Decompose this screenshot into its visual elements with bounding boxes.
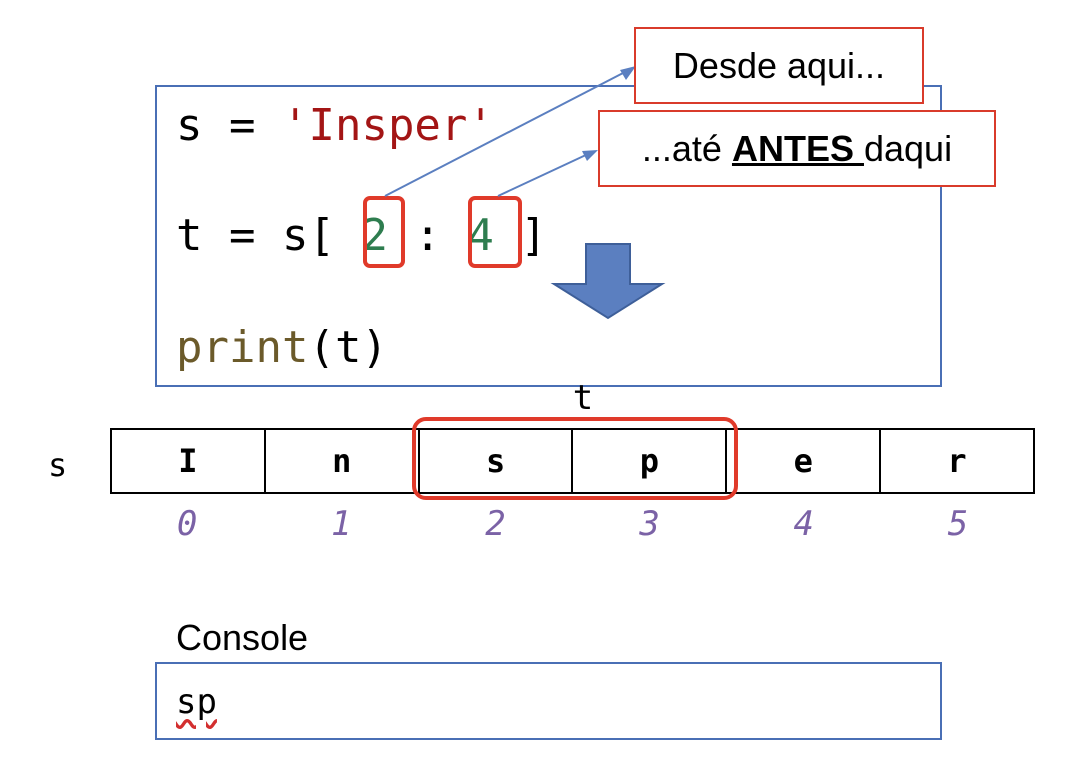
cell-5: r	[881, 430, 1035, 492]
start-pointer-line	[384, 71, 626, 197]
assign-op: =	[202, 100, 282, 151]
console-box	[155, 662, 942, 740]
cell-2: s	[420, 430, 574, 492]
index-2: 2	[485, 504, 506, 544]
console-title: Console	[176, 617, 309, 658]
var-s: s	[176, 100, 203, 151]
code-line-print: print(t)	[176, 326, 388, 370]
callout-until: ...até ANTES daqui	[598, 110, 996, 187]
end-pointer-line	[497, 153, 589, 197]
code-line-slice: t = s[ 2 : 4 ]	[176, 214, 547, 258]
start-pointer-head	[620, 66, 636, 80]
callout-until-suffix: daqui	[863, 127, 953, 169]
index-5: 5	[947, 504, 969, 544]
cell-1: n	[266, 430, 420, 492]
string-cells: I n s p e r	[110, 428, 1035, 494]
slice-label: t	[572, 378, 594, 418]
callout-from-text: Desde aqui...	[672, 44, 886, 86]
sequence-label: s	[48, 446, 68, 484]
cell-0: I	[112, 430, 266, 492]
print-fn: print	[176, 322, 309, 373]
cell-4: e	[727, 430, 882, 492]
slice-separator: :	[387, 210, 468, 261]
index-1: 1	[331, 504, 352, 544]
end-index-highlight	[468, 196, 522, 268]
index-row: 0 1 2 3 4 5	[110, 504, 1035, 544]
callout-until-prefix: ...até	[641, 127, 732, 169]
end-pointer-head	[582, 150, 598, 161]
down-arrow-icon	[550, 243, 666, 320]
slice-highlight	[412, 417, 738, 500]
code-line-assign: s = 'Insper'	[176, 104, 494, 148]
code-box	[155, 85, 942, 387]
console-output: sp	[176, 682, 217, 722]
callout-until-emphasis: ANTES	[731, 127, 864, 169]
start-index-highlight	[363, 196, 405, 268]
callout-from: Desde aqui...	[634, 27, 924, 104]
index-4: 4	[793, 504, 815, 544]
slice-close: ]	[493, 210, 547, 261]
index-0: 0	[176, 504, 198, 544]
index-3: 3	[639, 504, 660, 544]
print-args: (t)	[308, 322, 388, 373]
string-literal: 'Insper'	[281, 100, 494, 151]
cell-3: p	[573, 430, 728, 492]
slice-prefix: t = s[	[176, 210, 362, 261]
